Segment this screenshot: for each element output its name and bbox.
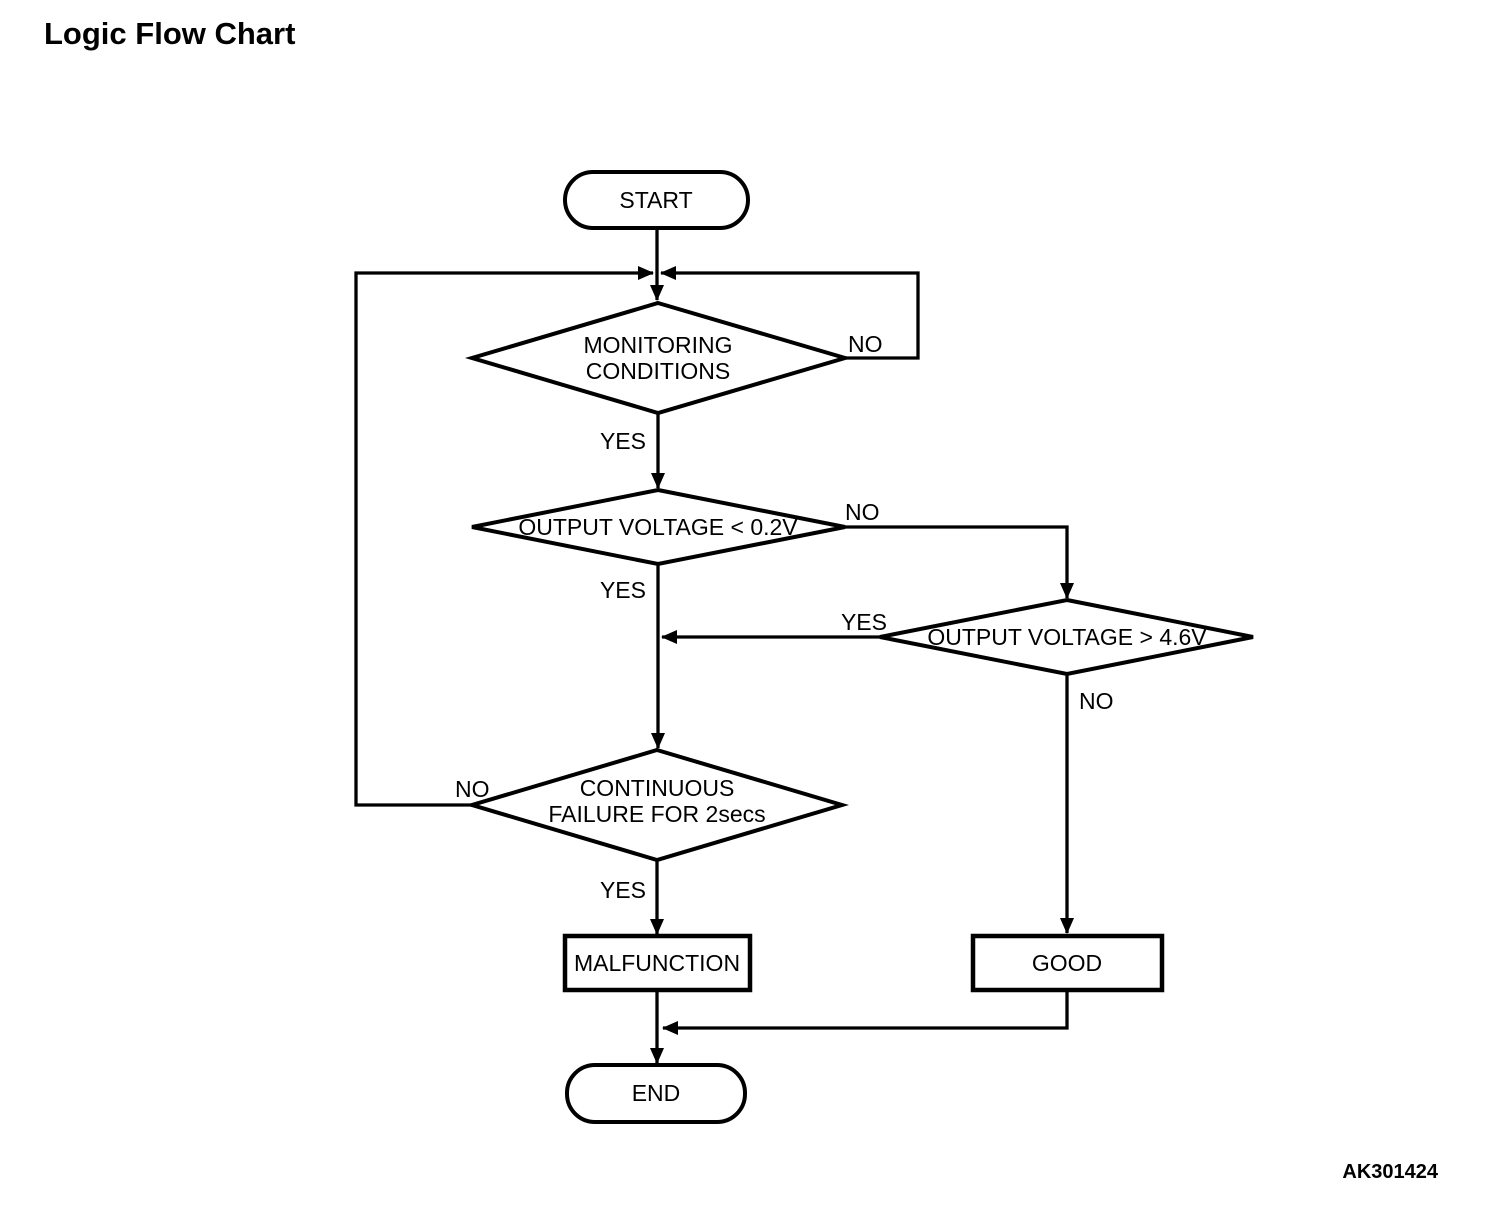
monitoring-conditions-label-line2: CONDITIONS: [586, 358, 730, 384]
edge-label-monitoring-yes: YES: [600, 428, 646, 454]
good-node-shape: [970, 933, 1165, 993]
edge-good-to-merge: [662, 990, 1069, 1035]
good-node: GOOD: [970, 933, 1165, 993]
good-node-label: GOOD: [1032, 950, 1102, 976]
malfunction-node-shape: [562, 933, 753, 993]
start-node-shape: [563, 170, 750, 230]
edge-monitoring-no-loop: [660, 266, 920, 360]
page-title: Logic Flow Chart: [44, 16, 296, 51]
continuous-failure-label-line1: CONTINUOUS: [580, 775, 735, 801]
edge-label-voltage-low-yes: YES: [600, 577, 646, 603]
monitoring-conditions-shape: [464, 300, 853, 416]
edge-voltage-low-no: [845, 525, 1074, 599]
edge-label-voltage-high-no: NO: [1079, 688, 1114, 714]
output-voltage-high-label: OUTPUT VOLTAGE > 4.6V: [927, 624, 1207, 650]
edge-continuous-failure-no-loop: [354, 266, 654, 807]
output-voltage-high-shape: [879, 597, 1254, 677]
edge-label-monitoring-no: NO: [848, 331, 883, 357]
end-node-shape: [565, 1063, 747, 1124]
monitoring-conditions-node: MONITORING CONDITIONS: [464, 300, 853, 416]
monitoring-conditions-label-line1: MONITORING: [583, 332, 732, 358]
continuous-failure-shape: [464, 747, 850, 863]
edge-label-voltage-low-no: NO: [845, 499, 880, 525]
start-node: START: [563, 170, 750, 230]
edge-label-continuous-failure-yes: YES: [600, 877, 646, 903]
edge-label-voltage-high-yes: YES: [841, 609, 887, 635]
end-node-label: END: [632, 1080, 681, 1106]
malfunction-node: MALFUNCTION: [562, 933, 753, 993]
output-voltage-high-node: OUTPUT VOLTAGE > 4.6V: [879, 597, 1254, 677]
malfunction-node-label: MALFUNCTION: [574, 950, 740, 976]
output-voltage-low-shape: [471, 487, 846, 567]
end-node: END: [565, 1063, 747, 1124]
output-voltage-low-node: OUTPUT VOLTAGE < 0.2V: [471, 487, 846, 567]
figure-code: AK301424: [1342, 1161, 1438, 1183]
continuous-failure-node: CONTINUOUS FAILURE FOR 2secs: [464, 747, 850, 863]
start-node-label: START: [619, 187, 692, 213]
edge-label-continuous-failure-no: NO: [455, 776, 490, 802]
continuous-failure-label-line2: FAILURE FOR 2secs: [548, 801, 765, 827]
output-voltage-low-label: OUTPUT VOLTAGE < 0.2V: [518, 514, 798, 540]
